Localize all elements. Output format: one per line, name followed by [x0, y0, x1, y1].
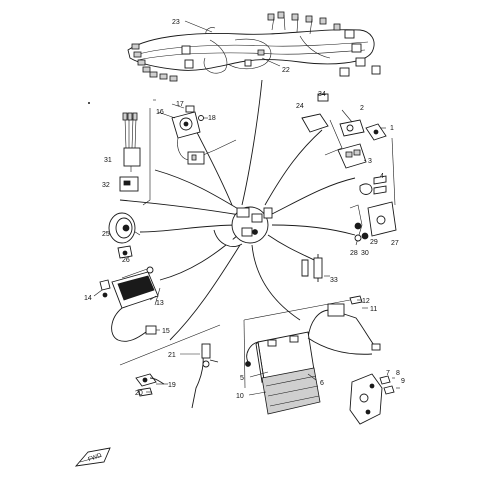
part-label-24: 24: [296, 103, 304, 110]
battery: [245, 331, 373, 415]
part-label-12: 12: [362, 298, 370, 305]
part-label-15: 15: [162, 328, 170, 335]
lower-left-switches: [135, 343, 219, 409]
part-label-10: 10: [236, 393, 244, 400]
part-label-19: 19: [168, 382, 176, 389]
main-harness-hub: [119, 79, 356, 341]
bracket-assembly: [349, 373, 400, 425]
fuse-holder: [307, 295, 381, 351]
part-label-14: 14: [84, 295, 92, 302]
part-label-21: 21: [168, 352, 176, 359]
front-direction-arrow: FWD: [74, 447, 111, 467]
sensor-bracket-group: [354, 201, 397, 242]
main-switch-assembly: [157, 103, 208, 165]
part-label-34: 34: [318, 91, 326, 98]
part-label-9: 9: [401, 378, 405, 385]
part-label-16: 16: [156, 109, 164, 116]
part-label-20: 20: [135, 390, 143, 397]
part-label-6: 6: [320, 380, 324, 387]
rectifier-and-relay-group: [301, 93, 387, 195]
part-label-26: 26: [122, 257, 130, 264]
stray-mark: [88, 102, 90, 104]
part-label-4: 4: [380, 173, 384, 180]
part-label-29: 29: [370, 239, 378, 246]
part-label-1: 1: [390, 125, 394, 132]
part-label-2: 2: [360, 105, 364, 112]
front-arrow-label: FWD: [88, 453, 104, 464]
sensor-lead: [301, 254, 330, 282]
horn: [108, 212, 136, 259]
part-label-23: 23: [172, 19, 180, 26]
part-label-31: 31: [104, 157, 112, 164]
regulator-unit: [93, 266, 160, 342]
part-label-8: 8: [396, 370, 400, 377]
part-label-22: 22: [282, 67, 290, 74]
part-label-30: 30: [361, 250, 369, 257]
part-number-labels: 23 22 34 24 2 1 3 4 17 16 18 31 32 25 26…: [84, 19, 405, 400]
part-label-33: 33: [330, 277, 338, 284]
part-label-25: 25: [102, 231, 110, 238]
part-label-18: 18: [208, 115, 216, 122]
part-label-3: 3: [368, 158, 372, 165]
part-label-5: 5: [240, 375, 244, 382]
relay-assembly: [122, 112, 141, 172]
part-label-7: 7: [386, 370, 390, 377]
part-label-28: 28: [350, 250, 358, 257]
part-label-17: 17: [176, 101, 184, 108]
wire-harness: [127, 11, 381, 82]
part-label-32: 32: [102, 182, 110, 189]
part-label-27: 27: [391, 240, 399, 247]
part-label-13: 13: [156, 300, 164, 307]
flasher-unit: [119, 176, 139, 192]
part-label-11: 11: [370, 306, 377, 313]
